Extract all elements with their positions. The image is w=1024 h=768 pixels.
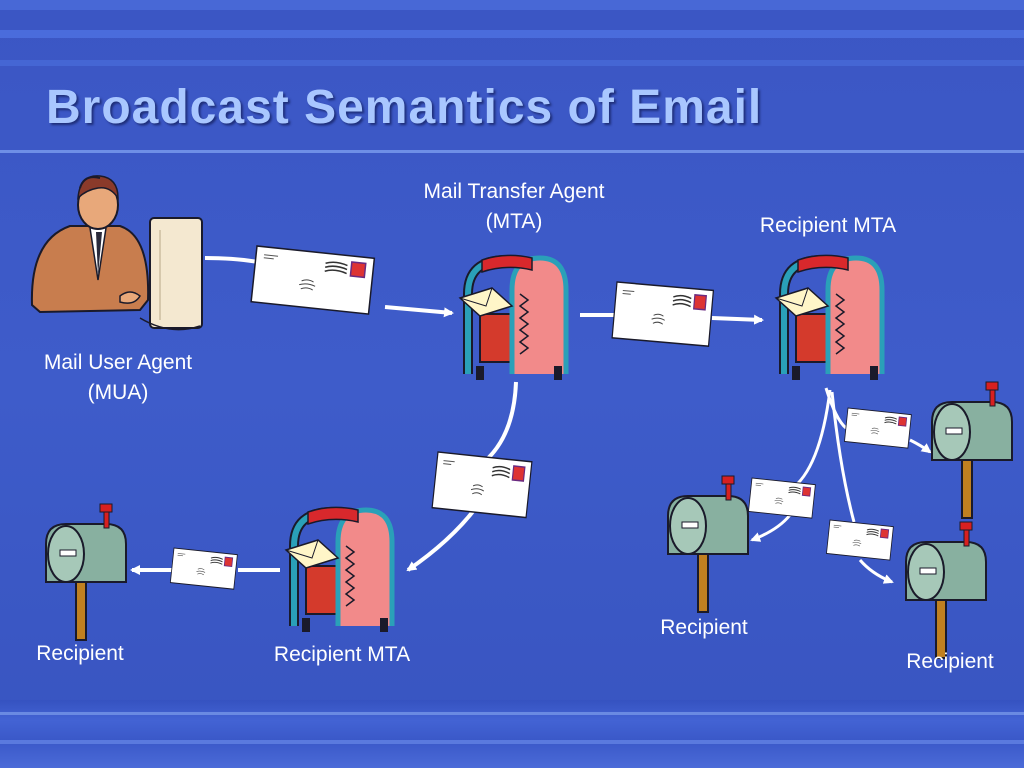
connector-fan-right [824,387,848,430]
residential-mailbox-icon [667,475,749,613]
recipient-middle-label: Recipient [660,616,748,639]
arrow-to-recipient-mta-bottom [406,503,480,572]
arrow-to-mta [384,305,454,318]
mua-label-line1: Mail User Agent [43,351,193,374]
envelope-icon [431,451,533,519]
envelope-icon [611,281,715,347]
person-at-computer-icon [30,175,203,331]
collection-mailbox-icon [776,255,882,380]
mua-label: Mail User Agent (MUA) [20,348,216,408]
recipient-mta-top-label: Recipient MTA [759,214,897,237]
residential-mailbox-icon [45,503,127,641]
collection-mailbox-icon [460,255,566,380]
mta-label: Mail Transfer Agent (MTA) [400,177,628,237]
mua-label-line2: (MUA) [87,381,149,404]
envelope-icon [826,519,894,561]
arrow-to-recipient-right-top [909,438,932,454]
top-stripe [0,0,1024,10]
arrow-to-recipient-right [858,559,894,584]
arrow-to-recipient-mta [711,314,764,325]
connector-mta-down [482,381,518,464]
title-divider [0,150,1024,153]
connector-mua-envelope [204,256,259,264]
top-stripe [0,60,1024,66]
connector-fan-lower [830,391,856,523]
recipient-right-label: Recipient [906,650,994,673]
mta-label-line2: (MTA) [485,210,543,233]
top-stripe [0,30,1024,38]
collection-mailbox-icon [286,507,392,632]
slide-title: Broadcast Semantics of Email [46,81,763,134]
envelope-icon [169,547,238,590]
recipient-mta-bottom-label: Recipient MTA [273,643,411,666]
connector-fan-middle [789,389,832,492]
envelope-icon [748,477,816,519]
residential-mailbox-icon [931,381,1013,519]
envelope-icon [250,245,376,315]
envelope-icon [844,407,912,449]
mta-label-line1: Mail Transfer Agent [423,180,605,203]
recipient-left-label: Recipient [36,642,124,665]
connectors [130,256,932,584]
bottom-stripe [0,740,1024,744]
bottom-band [0,700,1024,768]
residential-mailbox-icon [905,521,987,659]
bottom-stripe [0,712,1024,715]
arrow-to-recipient-middle [750,514,792,542]
